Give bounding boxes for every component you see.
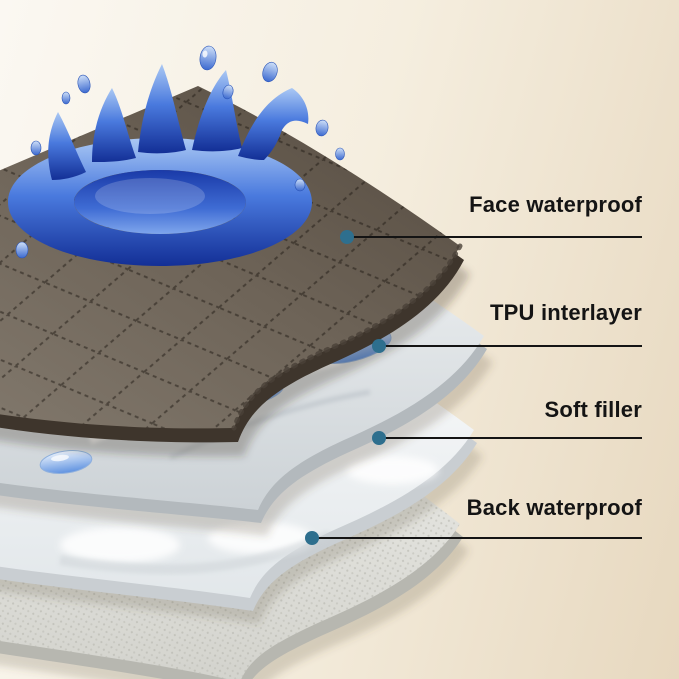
label-soft-filler: Soft filler — [544, 397, 642, 422]
leader-dot-back-waterproof — [305, 531, 319, 545]
leader-line-soft-filler — [372, 431, 642, 445]
water-puddle — [39, 450, 93, 474]
label-face-waterproof: Face waterproof — [469, 192, 642, 217]
pool-highlight — [95, 178, 205, 214]
label-tpu-interlayer: TPU interlayer — [490, 300, 642, 325]
splash-spikes — [48, 64, 309, 180]
leader-dot-face-waterproof — [340, 230, 354, 244]
water-splash-illustration — [8, 45, 345, 266]
leader-line-back-waterproof — [305, 531, 642, 545]
droplet-glint — [202, 50, 208, 58]
leader-line-face-waterproof — [340, 230, 642, 244]
leader-dot-tpu-interlayer — [372, 339, 386, 353]
label-back-waterproof: Back waterproof — [466, 495, 642, 520]
leader-line-tpu-interlayer — [372, 339, 642, 353]
splash-pool — [74, 170, 246, 234]
fluff-shading — [59, 530, 333, 575]
stitched-trim — [231, 243, 463, 431]
leader-dot-soft-filler — [372, 431, 386, 445]
